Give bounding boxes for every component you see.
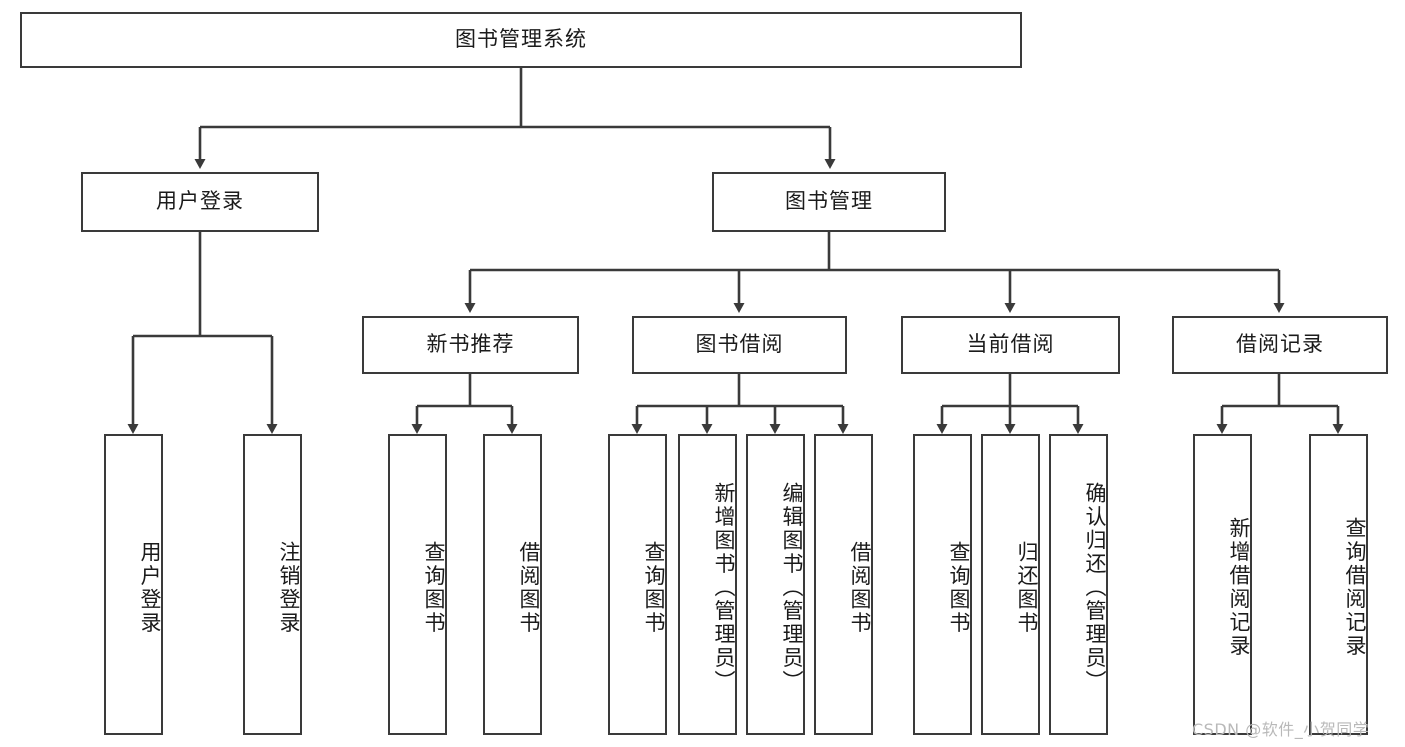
leaf-label: 查询借阅记录 [1343,517,1367,658]
node-new-book-recommend[interactable]: 新书推荐 [362,316,579,374]
node-book-management-label: 图书管理 [785,189,873,214]
leaf-recommend-borrow-book[interactable]: 借阅图书 [483,434,542,735]
node-user-login[interactable]: 用户登录 [81,172,319,232]
leaf-current-query-book[interactable]: 查询图书 [913,434,972,735]
node-user-login-label: 用户登录 [156,189,244,214]
leaf-user-login-signin[interactable]: 用户登录 [104,434,163,735]
node-root[interactable]: 图书管理系统 [20,12,1022,68]
node-new-book-recommend-label: 新书推荐 [426,332,515,357]
csdn-watermark: CSDN @软件_小贺同学 [1192,720,1370,739]
leaf-record-add-record[interactable]: 新增借阅记录 [1193,434,1252,735]
leaf-label: 查询图书 [422,540,446,635]
leaf-label: 注销登录 [277,540,301,635]
leaf-record-query-record[interactable]: 查询借阅记录 [1309,434,1368,735]
leaf-borrow-add-book-admin[interactable]: 新增图书（管理员） [678,434,737,735]
leaf-current-return-book[interactable]: 归还图书 [981,434,1040,735]
leaf-label: 新增图书（管理员） [712,481,736,694]
leaf-label: 编辑图书（管理员） [780,481,804,694]
leaf-label: 借阅图书 [517,540,541,635]
leaf-user-login-signout[interactable]: 注销登录 [243,434,302,735]
leaf-borrow-query-book[interactable]: 查询图书 [608,434,667,735]
leaf-current-confirm-return-admin[interactable]: 确认归还（管理员） [1049,434,1108,735]
node-borrow-record[interactable]: 借阅记录 [1172,316,1388,374]
leaf-label: 归还图书 [1015,540,1039,635]
leaf-label: 查询图书 [947,540,971,635]
leaf-label: 查询图书 [642,540,666,635]
node-root-label: 图书管理系统 [455,27,587,52]
leaf-recommend-query-book[interactable]: 查询图书 [388,434,447,735]
node-book-management[interactable]: 图书管理 [712,172,946,232]
leaf-label: 新增借阅记录 [1227,517,1251,658]
leaf-borrow-borrow-book[interactable]: 借阅图书 [814,434,873,735]
node-current-borrow[interactable]: 当前借阅 [901,316,1120,374]
leaf-label: 借阅图书 [848,540,872,635]
node-borrow-record-label: 借阅记录 [1236,332,1324,357]
leaf-label: 用户登录 [138,540,162,635]
node-current-borrow-label: 当前借阅 [966,332,1055,357]
node-book-borrow-label: 图书借阅 [695,332,784,357]
leaf-label: 确认归还（管理员） [1083,481,1107,694]
node-book-borrow[interactable]: 图书借阅 [632,316,847,374]
leaf-borrow-edit-book-admin[interactable]: 编辑图书（管理员） [746,434,805,735]
